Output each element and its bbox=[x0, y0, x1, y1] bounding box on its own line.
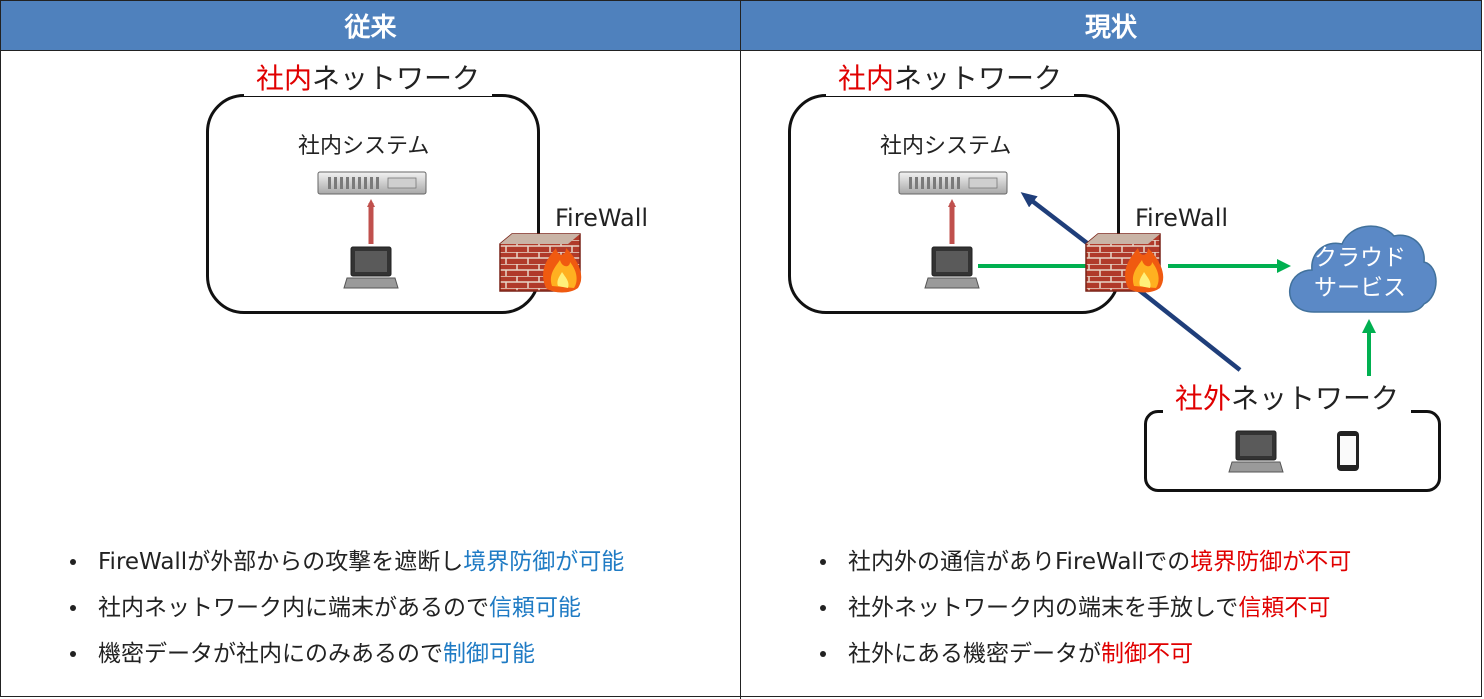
bullet-dot bbox=[70, 605, 76, 611]
left-internal-word: 社内 bbox=[256, 62, 313, 95]
right-bullet-list: 社内外の通信がありFireWallでの境界防御が不可 社外ネットワーク内の端末を… bbox=[816, 539, 1351, 677]
bullet-dot bbox=[820, 559, 826, 565]
right-network-word: ネットワーク bbox=[894, 62, 1063, 95]
left-bullet-list: FireWallが外部からの攻撃を遮断し境界防御が可能 社内ネットワーク内に端末… bbox=[66, 539, 624, 677]
external-laptop-icon bbox=[1228, 430, 1284, 473]
left-internal-network-label: 社内ネットワーク bbox=[244, 62, 493, 96]
bullet-highlight: 制御不可 bbox=[1101, 641, 1193, 667]
list-item: FireWallが外部からの攻撃を遮断し境界防御が可能 bbox=[66, 539, 624, 585]
bullet-dot bbox=[70, 559, 76, 565]
list-item: 機密データが社内にのみあるので制御可能 bbox=[66, 631, 624, 677]
right-firewall-label: FireWall bbox=[1135, 204, 1229, 232]
bullet-highlight: 境界防御が可能 bbox=[463, 549, 625, 575]
right-server-icon bbox=[898, 171, 1008, 195]
right-internal-network-label: 社内ネットワーク bbox=[826, 62, 1075, 96]
smartphone-icon bbox=[1337, 431, 1359, 471]
left-server-icon bbox=[317, 171, 427, 195]
bullet-dot bbox=[820, 651, 826, 657]
left-flame-icon bbox=[543, 248, 582, 293]
bullet-text: 機密データが社内にのみあるので bbox=[98, 641, 443, 667]
right-firewall-icon bbox=[1085, 233, 1164, 293]
left-network-word: ネットワーク bbox=[312, 62, 481, 95]
external-network-label: 社外ネットワーク bbox=[1163, 382, 1412, 416]
list-item: 社外ネットワーク内の端末を手放しで信頼不可 bbox=[816, 585, 1351, 631]
cloud-label: クラウド サービス bbox=[1300, 243, 1420, 303]
bullet-text: 社内外の通信がありFireWallでの bbox=[848, 549, 1191, 575]
column-divider bbox=[740, 0, 741, 699]
right-laptop-icon bbox=[924, 246, 980, 289]
bullet-highlight: 境界防御が不可 bbox=[1190, 549, 1352, 575]
external-word: 社外 bbox=[1175, 382, 1232, 415]
list-item: 社外にある機密データが制御不可 bbox=[816, 631, 1351, 677]
bullet-dot bbox=[820, 605, 826, 611]
list-item: 社内ネットワーク内に端末があるので信頼可能 bbox=[66, 585, 624, 631]
bullet-text: FireWallが外部からの攻撃を遮断し bbox=[98, 549, 464, 575]
external-to-firewall-line bbox=[1128, 281, 1242, 372]
firewall-to-system-arrow bbox=[1020, 192, 1089, 245]
bullet-highlight: 信頼不可 bbox=[1238, 595, 1331, 621]
left-firewall-label: FireWall bbox=[555, 204, 649, 232]
cloud-label-line2: サービス bbox=[1314, 275, 1406, 301]
cloud-label-line1: クラウド bbox=[1314, 245, 1406, 271]
right-flame-icon bbox=[1125, 248, 1164, 293]
external-network-word: ネットワーク bbox=[1231, 382, 1400, 415]
bullet-dot bbox=[70, 651, 76, 657]
bullet-text: 社外ネットワーク内の端末を手放しで bbox=[848, 595, 1239, 621]
cloud-icon bbox=[1288, 225, 1437, 313]
right-system-label: 社内システム bbox=[880, 134, 1012, 159]
left-header: 従来 bbox=[1, 1, 740, 51]
bullet-highlight: 制御可能 bbox=[443, 641, 535, 667]
left-laptop-icon bbox=[343, 246, 399, 289]
left-firewall-icon bbox=[499, 233, 582, 293]
list-item: 社内外の通信がありFireWallでの境界防御が不可 bbox=[816, 539, 1351, 585]
bullet-highlight: 信頼可能 bbox=[489, 595, 581, 621]
bullet-text: 社外にある機密データが bbox=[848, 641, 1101, 667]
right-internal-word: 社内 bbox=[838, 62, 895, 95]
left-system-label: 社内システム bbox=[298, 134, 430, 159]
bullet-text: 社内ネットワーク内に端末があるので bbox=[98, 595, 489, 621]
right-header: 現状 bbox=[741, 1, 1481, 51]
